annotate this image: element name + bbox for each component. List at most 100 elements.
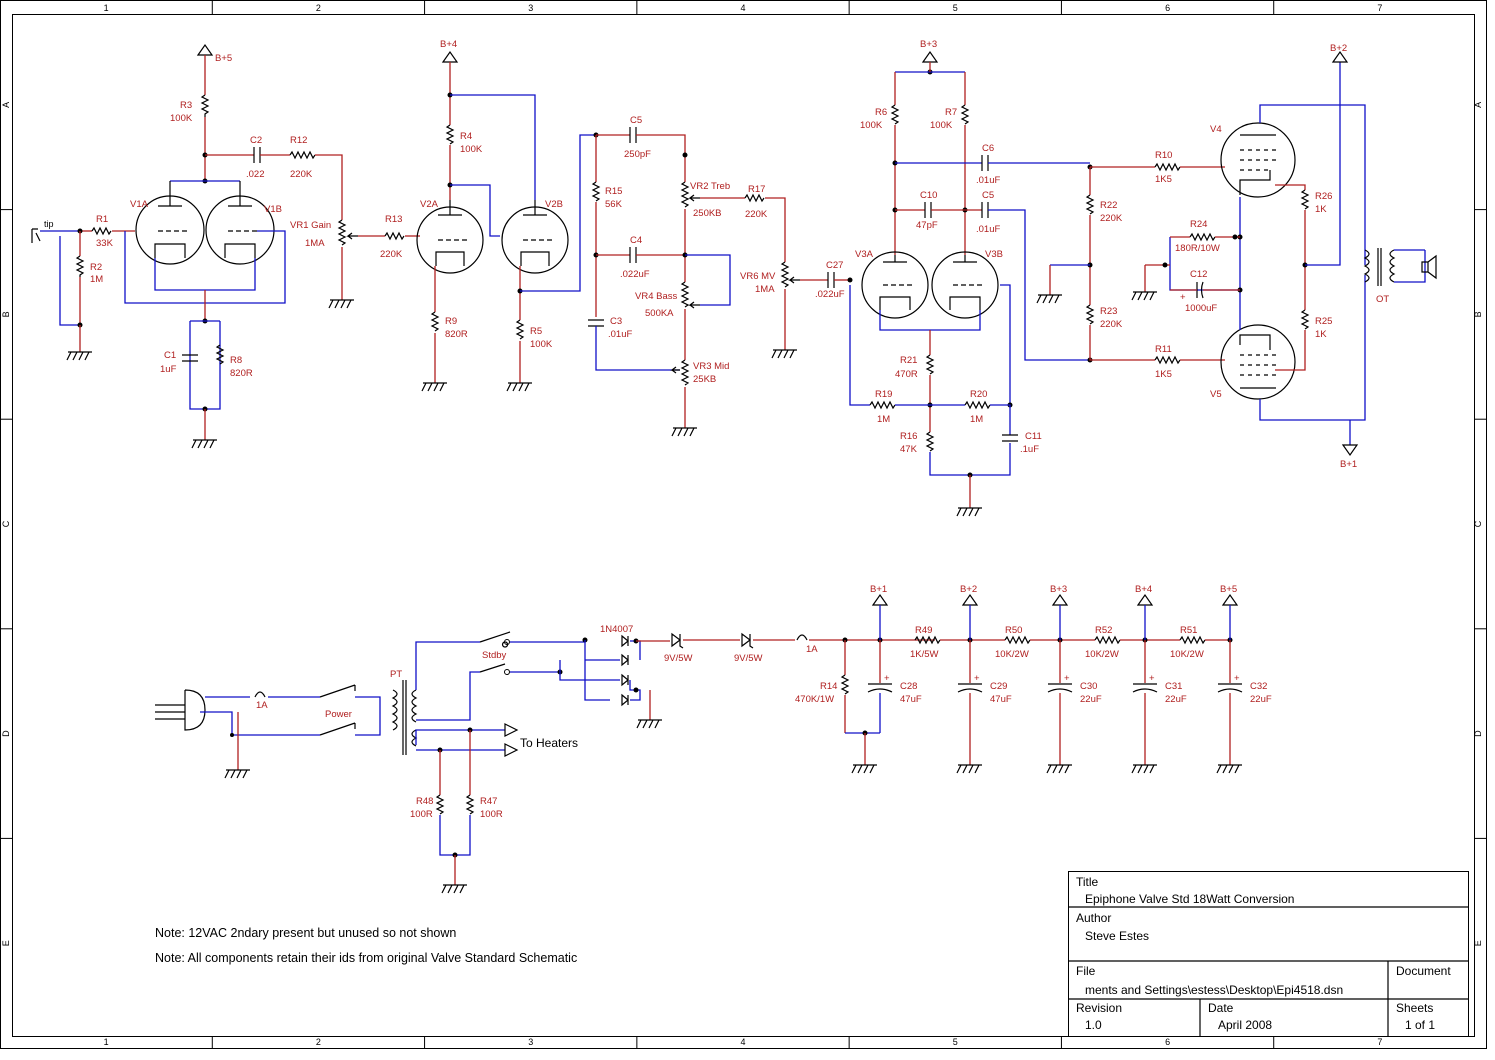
- rail-b1-label: B+1: [1340, 459, 1357, 470]
- r14-value: 470K/1W: [795, 694, 834, 705]
- r12-ref: R12: [290, 135, 307, 146]
- resistor-r21: [925, 354, 935, 375]
- resistor-r19: [869, 400, 896, 410]
- capacitor-c32: [1217, 683, 1243, 693]
- power-switch-icon: [319, 684, 356, 698]
- capacitor-c11: [1002, 434, 1018, 442]
- title-value: Epiphone Valve Std 18Watt Conversion: [1085, 892, 1294, 906]
- r49-value: 1K/5W: [910, 649, 939, 660]
- r16-ref: R16: [900, 431, 917, 442]
- title-block: Title Epiphone Valve Std 18Watt Conversi…: [1068, 871, 1469, 1037]
- rail-flag-label: B+5: [1220, 584, 1237, 595]
- capacitor-c28: [867, 683, 893, 693]
- resistor-r20: [964, 400, 991, 410]
- c28-value: 47uF: [900, 694, 922, 705]
- inner-border: [12, 14, 1475, 1037]
- c10-value: 47pF: [916, 220, 938, 231]
- c27-ref: C27: [826, 260, 843, 271]
- rail-b4-icon: [441, 50, 459, 63]
- revision-label: Revision: [1076, 1001, 1122, 1015]
- r20-value: 1M: [970, 414, 983, 425]
- ground-icon: [506, 382, 532, 392]
- diode-label: 1N4007: [600, 624, 633, 635]
- c5b-ref: C5: [982, 190, 994, 201]
- resistor-r5: [515, 319, 525, 340]
- row-label: B: [1473, 311, 1483, 317]
- r9-value: 820R: [445, 329, 468, 340]
- bridge-rectifier: [621, 653, 629, 707]
- svg-text:+: +: [1180, 292, 1186, 303]
- resistor-r3: [200, 94, 210, 117]
- column-label: 3: [528, 3, 533, 13]
- zener-z1: [671, 632, 684, 649]
- ground-icon: [1036, 294, 1062, 304]
- resistor-r1: [91, 226, 112, 236]
- r4-value: 100K: [460, 144, 483, 155]
- column-label: 6: [1165, 3, 1170, 13]
- v4-label: V4: [1210, 124, 1222, 135]
- v1a-label: V1A: [130, 199, 149, 210]
- rail-flag-icon: [1221, 593, 1239, 606]
- resistor-r51: [1179, 635, 1206, 645]
- rail-flag-label: B+4: [1135, 584, 1152, 595]
- ground-icon: [1131, 764, 1157, 774]
- r2-ref: R2: [90, 262, 102, 273]
- r51-value: 10K/2W: [1170, 649, 1204, 660]
- vr3-ref: VR3 Mid: [693, 361, 729, 372]
- r24-ref: R24: [1190, 219, 1207, 230]
- v2b-label: V2B: [545, 199, 563, 210]
- r9-ref: R9: [445, 316, 457, 327]
- c11-ref: C11: [1025, 431, 1042, 442]
- resistor-r47: [465, 794, 475, 815]
- r1-ref: R1: [96, 214, 108, 225]
- row-label: E: [1, 940, 11, 946]
- capacitor-c29: [957, 683, 983, 693]
- c27-value: .022uF: [815, 289, 845, 300]
- c29-ref: C29: [990, 681, 1007, 692]
- rail-flag-label: B+2: [960, 584, 977, 595]
- r4-ref: R4: [460, 131, 472, 142]
- ground-icon: [1046, 764, 1072, 774]
- resistor-r2: [75, 255, 85, 277]
- resistor-r14: [840, 674, 850, 695]
- c30-ref: C30: [1080, 681, 1097, 692]
- v3a-label: V3A: [855, 249, 874, 260]
- c2-value: .022: [246, 169, 265, 180]
- pot-vr4: [680, 281, 690, 308]
- capacitor-c5b: [981, 202, 989, 218]
- rail-b2-icon: [1331, 50, 1349, 63]
- ground-icon: [421, 382, 447, 392]
- resistor-r15: [591, 181, 601, 202]
- r50-value: 10K/2W: [995, 649, 1029, 660]
- z2-value: 9V/5W: [734, 653, 763, 664]
- capacitor-c6: [981, 155, 989, 171]
- r19-value: 1M: [877, 414, 890, 425]
- z1-value: 9V/5W: [664, 653, 693, 664]
- file-value: ments and Settings\estess\Desktop\Epi451…: [1085, 983, 1343, 997]
- pot-vr2: [680, 181, 690, 208]
- c1-ref: C1: [164, 350, 176, 361]
- column-label: 2: [316, 3, 321, 13]
- r6-value: 100K: [860, 120, 883, 131]
- resistor-r52: [1094, 635, 1121, 645]
- svg-text:+: +: [1064, 673, 1070, 684]
- r8-value: 820R: [230, 368, 253, 379]
- cap-columns: B+1+C2847uFB+2+C2947uFB+3+C3022uFB+4+C31…: [867, 584, 1272, 774]
- column-label: 6: [1165, 1037, 1170, 1047]
- fuse-ht-icon: [796, 634, 808, 641]
- resistor-r10: [1154, 162, 1181, 172]
- tube-v4: [1220, 122, 1296, 198]
- rail-b5-icon: [196, 43, 214, 56]
- pot-vr1: [337, 219, 347, 246]
- vr4-value: 500KA: [645, 308, 674, 319]
- rail-b5-label: B+5: [215, 53, 232, 64]
- r16-value: 47K: [900, 444, 918, 455]
- r22-ref: R22: [1100, 200, 1117, 211]
- ground-icon: [328, 299, 354, 309]
- r15-value: 56K: [605, 199, 623, 210]
- r20-ref: R20: [970, 389, 987, 400]
- tube-v3b: [931, 251, 999, 319]
- c32-ref: C32: [1250, 681, 1267, 692]
- r3-ref: R3: [180, 100, 192, 111]
- r3-value: 100K: [170, 113, 193, 124]
